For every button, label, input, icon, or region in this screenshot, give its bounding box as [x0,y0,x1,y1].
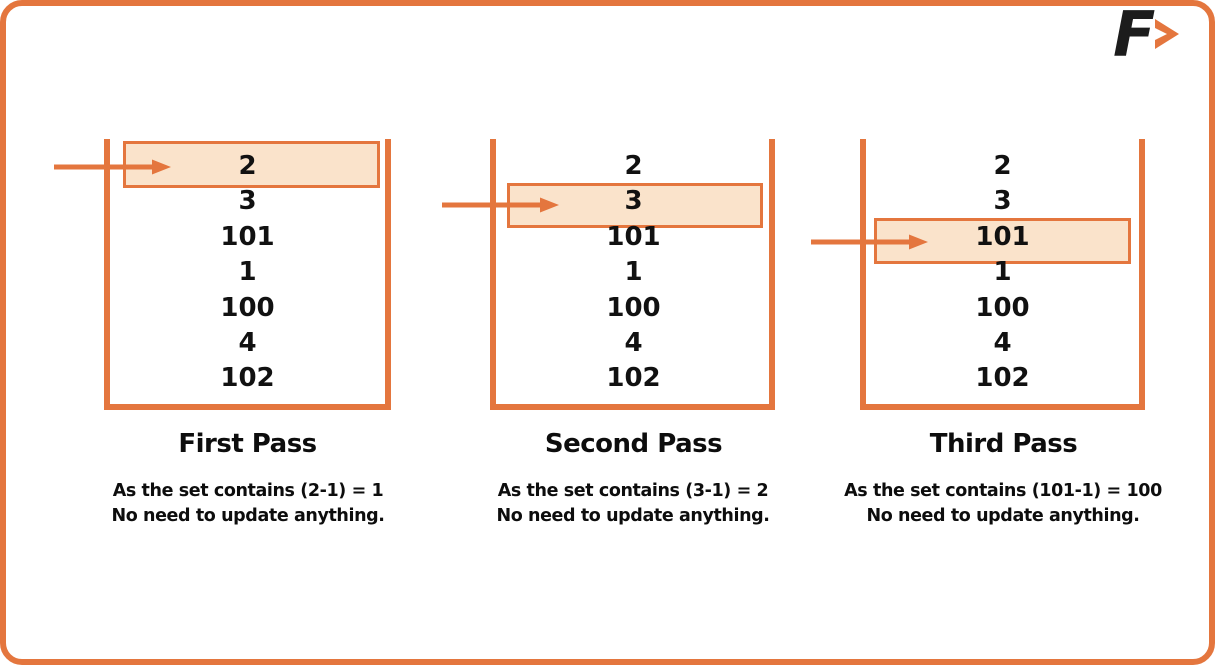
caption-line: As the set contains (3-1) = 2 [497,481,769,501]
value-list: 2 3 101 1 100 4 102 [875,149,1130,397]
list-item: 4 [238,327,257,358]
caption-line: As the set contains (101-1) = 100 [844,481,1162,501]
panel-caption: As the set contains (3-1) = 2 No need to… [463,479,803,529]
bucket-container [490,139,775,410]
panel-caption: As the set contains (101-1) = 100 No nee… [833,479,1173,529]
value-list: 2 3 101 1 100 4 102 [506,149,761,397]
list-item: 102 [220,363,275,394]
list-item: 102 [975,363,1030,394]
list-item: 2 [624,151,643,181]
pointer-arrow-icon [811,234,928,250]
list-item: 100 [975,292,1030,323]
list-item: 102 [606,363,661,394]
list-item: 1 [238,257,257,288]
caption-line: No need to update anything. [111,506,385,526]
bucket-container [104,139,391,410]
list-item: 101 [220,221,275,252]
list-item: 1 [624,257,643,288]
bucket-container [860,139,1145,410]
pointer-arrow-icon [54,159,171,175]
pointer-arrow-icon [442,197,559,213]
panel-caption: As the set contains (2-1) = 1 No need to… [78,479,418,529]
brand-logo: F [1113,6,1191,74]
list-item: 101 [606,221,661,252]
caption-line: No need to update anything. [866,506,1140,526]
logo-chevron-icon [1155,19,1179,49]
list-item: 100 [220,292,275,323]
list-item: 1 [993,257,1012,288]
list-item: 4 [993,327,1012,358]
list-item: 4 [624,327,643,358]
caption-line: No need to update anything. [496,506,770,526]
list-item: 3 [238,186,257,217]
list-item: 2 [238,151,257,181]
panel-title: Third Pass [929,429,1078,459]
list-item: 2 [993,151,1012,181]
list-item: 100 [606,292,661,323]
panel-title: First Pass [178,429,317,459]
value-list: 2 3 101 1 100 4 102 [120,149,375,397]
list-item: 3 [624,186,643,217]
list-item: 3 [993,186,1012,217]
caption-line: As the set contains (2-1) = 1 [112,481,384,501]
list-item: 101 [975,221,1030,252]
panel-title: Second Pass [544,429,723,459]
logo-letter: F [1113,0,1155,71]
